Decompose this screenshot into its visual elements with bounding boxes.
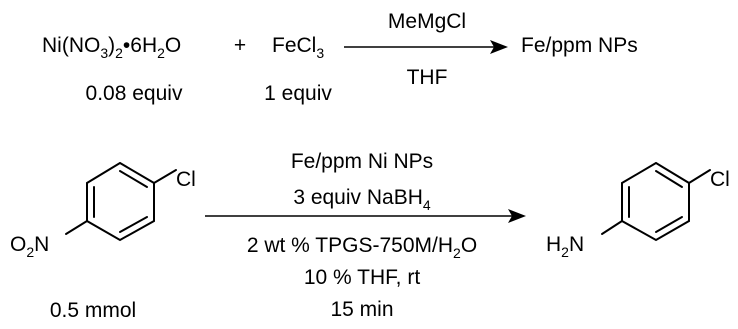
product-amine-label: H2N	[546, 233, 584, 260]
arrow-2-reductant-above: 3 equiv NaBH4	[293, 186, 431, 213]
starting-material-chlorine-label: Cl	[176, 168, 196, 191]
reaction-1: Ni(NO3)2•6H2O 0.08 equiv + FeCl3 1 equiv…	[42, 10, 638, 105]
product-structure	[601, 162, 711, 242]
arrow-2-catalyst-above: Fe/ppm Ni NPs	[291, 150, 433, 173]
starting-material-structure	[65, 162, 177, 242]
starting-material-amount: 0.5 mmol	[50, 299, 136, 322]
benzene-ring	[621, 162, 690, 242]
ring-double-bond	[119, 170, 148, 188]
benzene-ring	[86, 162, 155, 242]
bond-to-chlorine	[153, 169, 177, 184]
reaction-arrow-2	[205, 209, 526, 223]
reagent-iron-chloride-amount: 1 equiv	[264, 82, 332, 105]
ring-double-bond	[655, 216, 683, 233]
arrow-2-cosolvent-below: 10 % THF, rt	[304, 266, 420, 289]
arrow-2-medium-below: 2 wt % TPGS-750M/H2O	[247, 234, 477, 261]
arrow-2-time-below: 15 min	[330, 298, 393, 321]
product-fe-ppm-nps: Fe/ppm NPs	[521, 34, 638, 57]
bond-to-nitro	[65, 220, 88, 235]
plus-sign: +	[234, 34, 246, 57]
product-chlorine-label: Cl	[710, 168, 730, 191]
arrow-1-solvent-below: THF	[407, 66, 448, 89]
ring-double-bond	[655, 170, 683, 188]
ring-double-bond	[119, 216, 148, 233]
bond-to-chlorine	[688, 169, 711, 184]
reagent-nickel-nitrate-amount: 0.08 equiv	[86, 82, 183, 105]
arrow-1-reagent-above: MeMgCl	[388, 10, 466, 33]
bond-to-amine	[601, 220, 623, 235]
starting-material-nitro-label: O2N	[10, 233, 49, 260]
reaction-arrow-1	[344, 40, 508, 54]
reaction-2: Cl O2N 0.5 mmol Fe/ppm Ni NPs 3 equiv Na…	[10, 150, 730, 322]
reagent-iron-chloride-formula: FeCl3	[272, 34, 324, 61]
reagent-nickel-nitrate-formula: Ni(NO3)2•6H2O	[42, 34, 181, 61]
